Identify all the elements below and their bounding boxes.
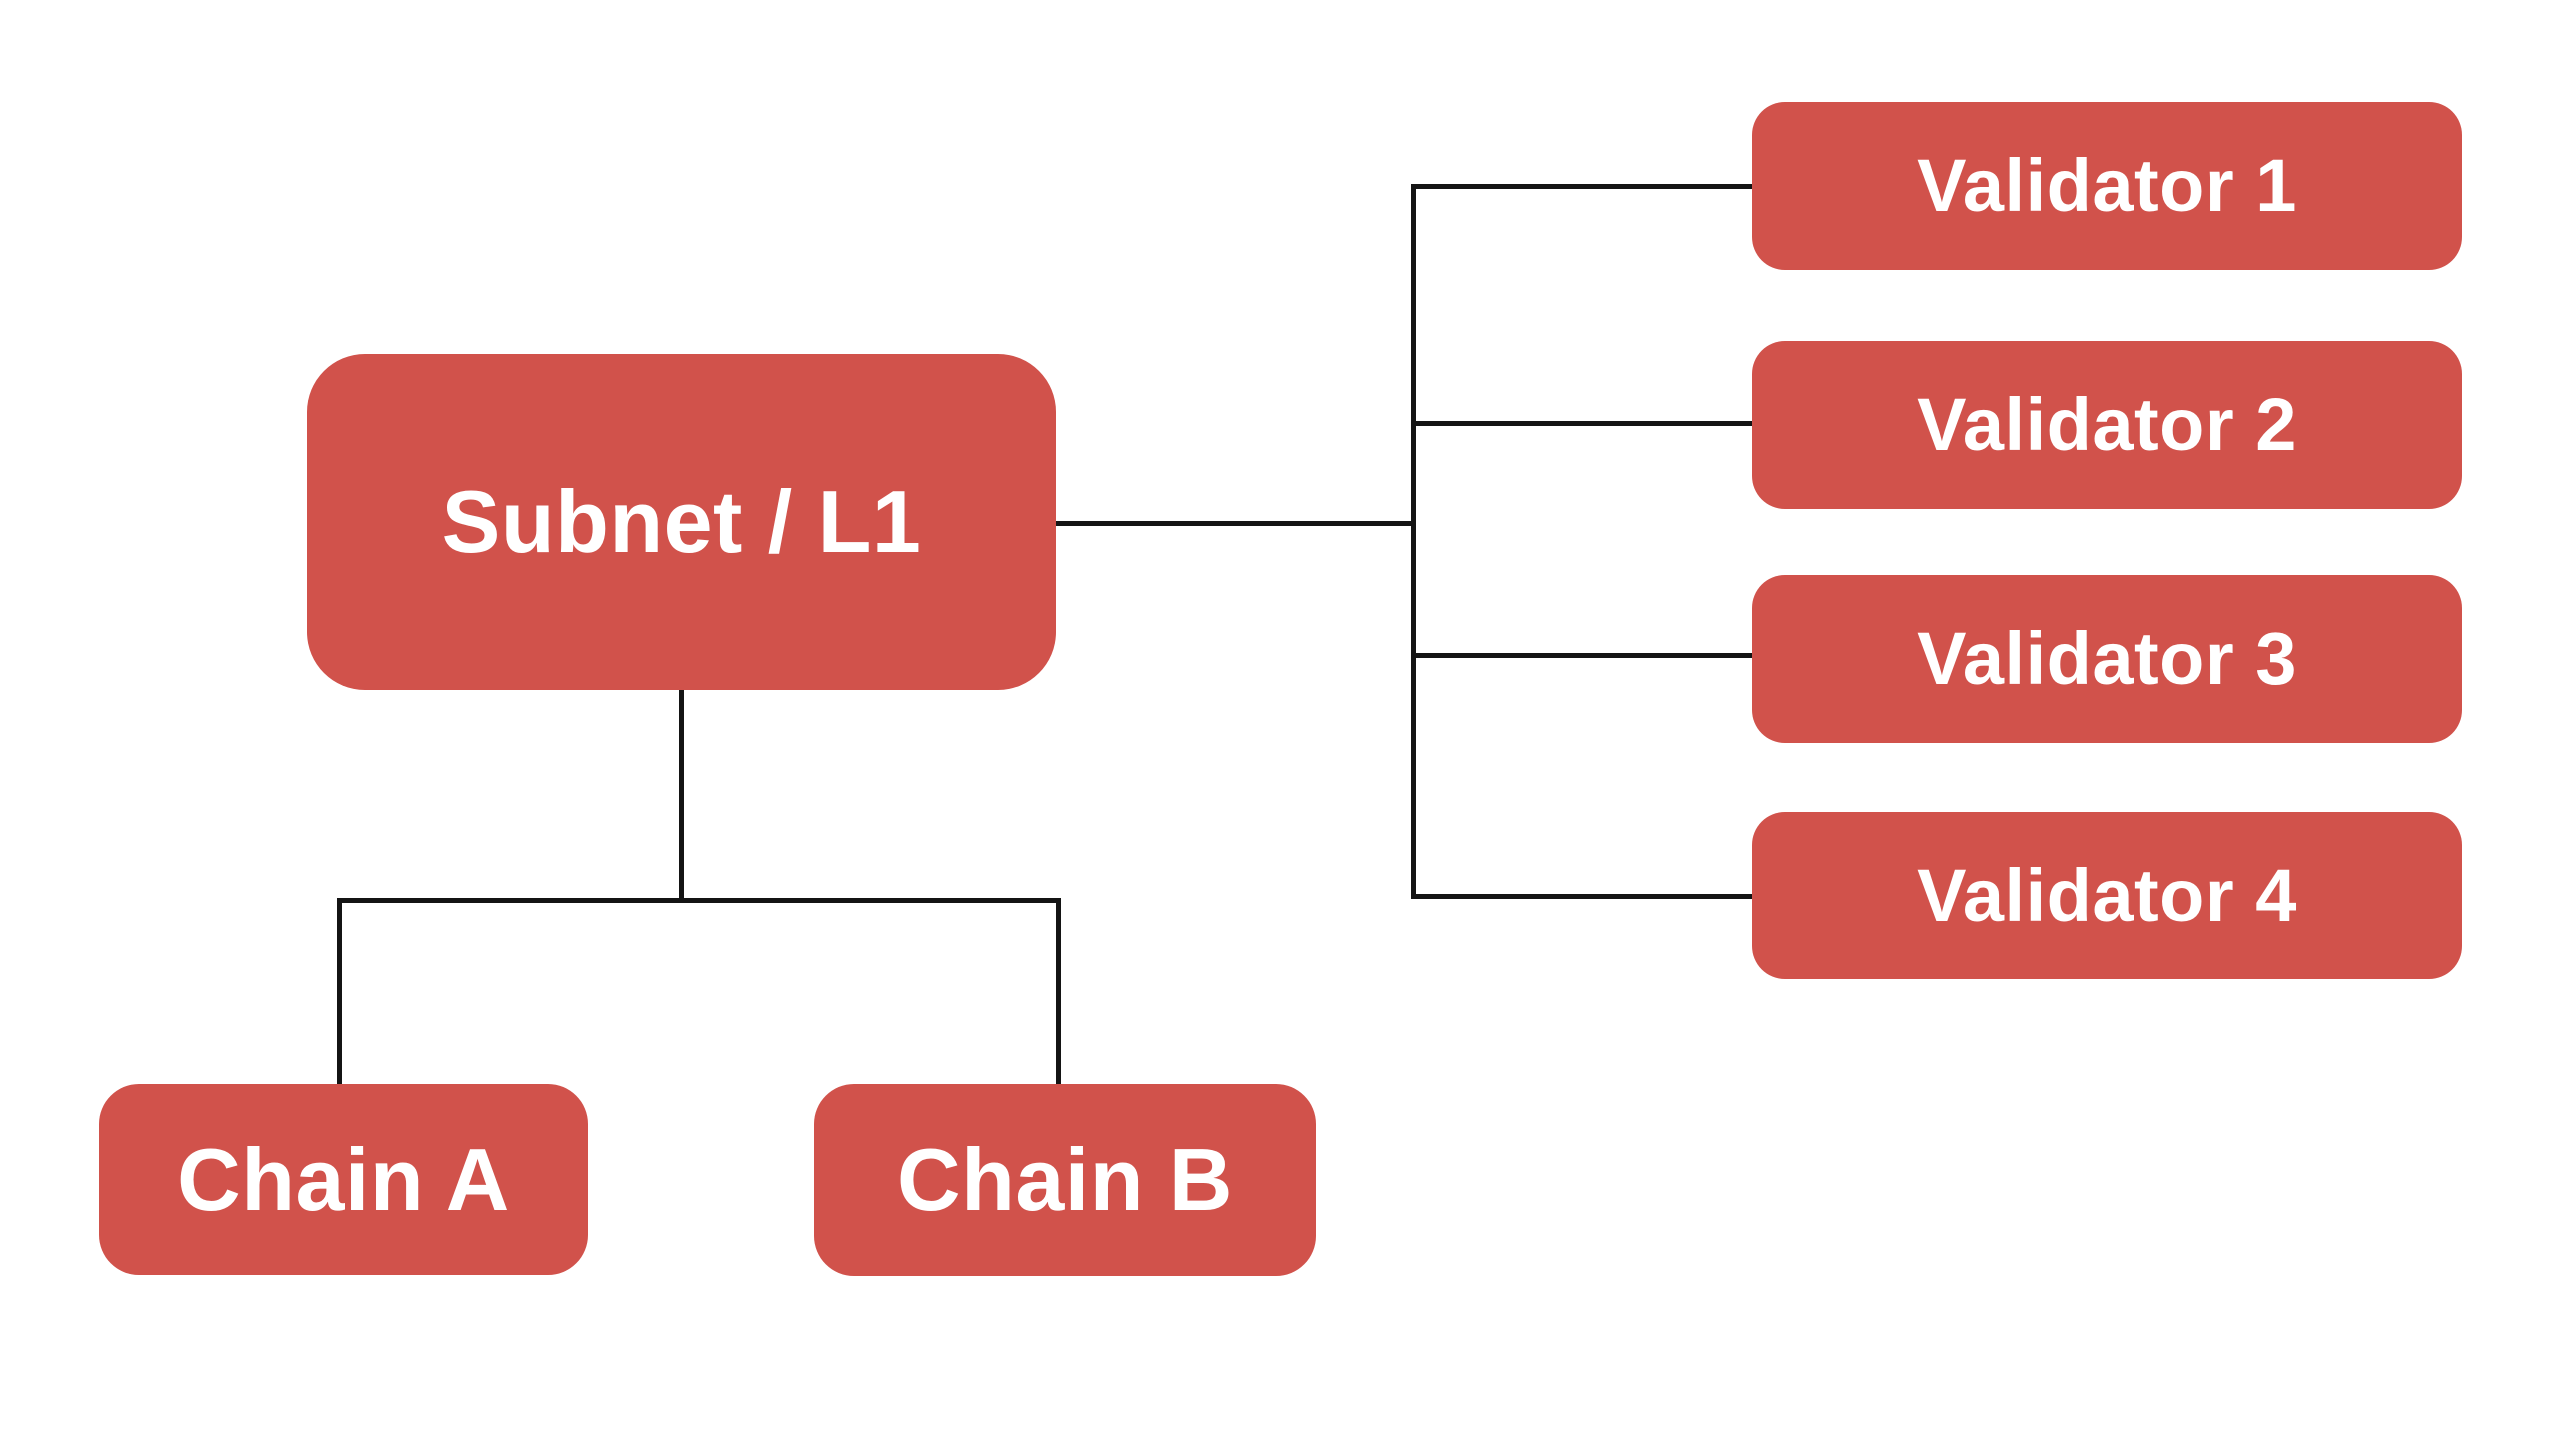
subnet-node: Subnet / L1: [307, 354, 1056, 690]
edge-trunk-to-validator-3: [1411, 653, 1754, 658]
chain-b-node: Chain B: [814, 1084, 1316, 1276]
validator-4-label: Validator 4: [1917, 853, 2297, 937]
edge-trunk-to-validator-1: [1411, 184, 1754, 189]
chain-a-node: Chain A: [99, 1084, 588, 1275]
validator-4-node: Validator 4: [1752, 812, 2462, 979]
validator-1-node: Validator 1: [1752, 102, 2462, 270]
edge-chain-distributor: [337, 898, 1061, 903]
edge-drop-chain-b: [1056, 898, 1061, 1086]
edge-trunk-to-validator-2: [1411, 421, 1754, 426]
edge-trunk-to-validator-4: [1411, 894, 1754, 899]
edge-subnet-down: [679, 688, 684, 903]
validator-2-label: Validator 2: [1917, 383, 2297, 466]
edge-validator-trunk: [1411, 184, 1416, 899]
chain-a-label: Chain A: [177, 1129, 510, 1229]
validator-3-node: Validator 3: [1752, 575, 2462, 743]
edge-drop-chain-a: [337, 898, 342, 1086]
validator-3-label: Validator 3: [1917, 617, 2297, 700]
validator-1-label: Validator 1: [1917, 144, 2297, 227]
edge-subnet-to-trunk: [1054, 521, 1413, 526]
subnet-label: Subnet / L1: [441, 472, 922, 571]
validator-2-node: Validator 2: [1752, 341, 2462, 509]
chain-b-label: Chain B: [897, 1130, 1233, 1229]
